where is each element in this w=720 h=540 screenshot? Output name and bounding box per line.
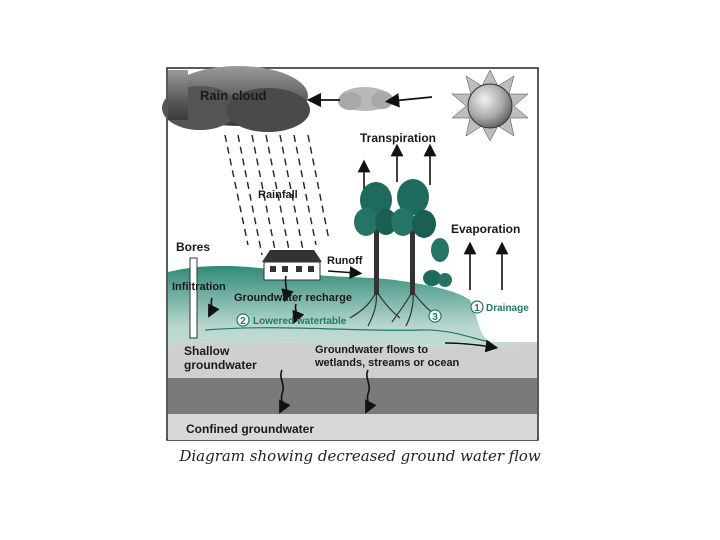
- infiltration-arrow: [208, 297, 220, 318]
- marker-two: 2: [240, 316, 246, 327]
- sun-icon: [451, 69, 529, 142]
- marker-three-icon: [428, 309, 442, 323]
- rain-cloud-label: Rain cloud: [200, 88, 267, 103]
- lowered-watertable-label: Lowered watertable: [253, 316, 347, 327]
- groundwater-flow-arrow: [444, 339, 499, 353]
- diagram-caption: Diagram showing decreased ground water f…: [179, 447, 541, 465]
- marker-two-icon: [236, 313, 250, 327]
- shallow-groundwater-layer: [168, 342, 537, 378]
- marker-one: 1: [474, 303, 480, 314]
- drainage-label: Drainage: [486, 303, 529, 314]
- marker-three: 3: [432, 312, 438, 323]
- rainfall-label: Rainfall: [258, 189, 298, 201]
- rain-cloud: [162, 66, 310, 132]
- groundwater-flows-label-1: Groundwater flows to: [315, 344, 428, 356]
- marker-one-icon: [470, 300, 484, 314]
- sun-to-cloud-arrow: [384, 93, 433, 108]
- runoff-arrow: [327, 266, 363, 279]
- rain-streaks: [224, 134, 330, 256]
- house-icon: [262, 250, 322, 281]
- groundwater-flows-label-2: wetlands, streams or ocean: [314, 357, 460, 369]
- confined-groundwater-label: Confined groundwater: [186, 422, 314, 436]
- lowered-watertable-line: [204, 327, 491, 343]
- trees: [349, 179, 452, 327]
- confined-groundwater-layer: [168, 414, 537, 440]
- small-cloud: [338, 87, 393, 111]
- confined-aquitard-layer: [168, 378, 537, 414]
- bores-label: Bores: [176, 240, 210, 254]
- groundwater-recharge-label: Groundwater recharge: [234, 292, 352, 304]
- transpiration-label: Transpiration: [360, 131, 436, 145]
- shallow-groundwater-label-1: Shallow: [184, 344, 230, 358]
- seep-arrow-2: [365, 369, 377, 414]
- runoff-label: Runoff: [327, 255, 363, 267]
- seep-arrow-1: [279, 369, 291, 414]
- evaporation-label: Evaporation: [451, 222, 520, 236]
- recharge-arrow-2: [292, 303, 305, 324]
- infiltration-label: Infiltration: [172, 281, 226, 293]
- bore-pipe: [189, 257, 198, 339]
- recharge-arrow-1: [281, 275, 294, 303]
- shallow-groundwater-label-2: groundwater: [184, 358, 257, 372]
